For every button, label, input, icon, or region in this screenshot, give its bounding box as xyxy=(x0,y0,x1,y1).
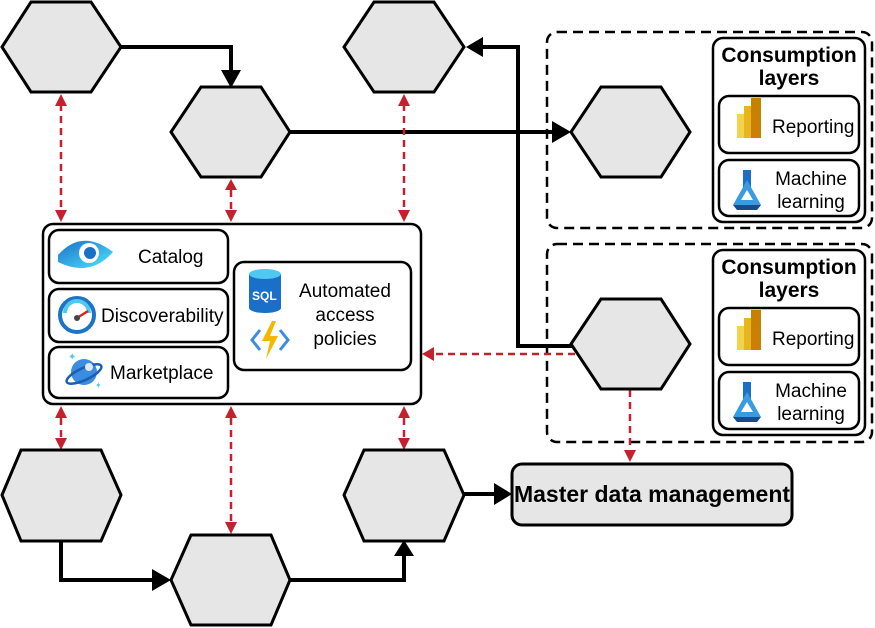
arrowhead xyxy=(221,70,241,88)
machine-learning-item[interactable]: Machine learning xyxy=(717,370,861,431)
domain-hex-1[interactable] xyxy=(0,0,123,94)
consumer-hex-bottom[interactable] xyxy=(569,297,692,391)
sql-database-icon: SQL xyxy=(249,269,281,313)
power-bi-icon xyxy=(737,98,761,138)
discoverability-item[interactable]: Discoverability xyxy=(47,287,230,344)
reporting-item[interactable]: Reporting xyxy=(717,94,861,155)
power-bi-icon xyxy=(737,310,761,350)
marketplace-item[interactable]: ✦ ✦ Marketplace xyxy=(47,345,230,400)
domain-group-bottom xyxy=(545,242,874,444)
policies-label-line1: Automated xyxy=(299,281,391,302)
arrowhead xyxy=(552,121,571,143)
policies-label-line3: policies xyxy=(313,329,376,350)
reporting-label: Reporting xyxy=(772,117,854,138)
policies-label-line2: access xyxy=(315,305,374,326)
azure-ml-icon xyxy=(733,382,761,422)
ml-label-line1: Machine xyxy=(775,381,847,402)
gauge-icon xyxy=(58,296,96,334)
svg-text:✦: ✦ xyxy=(95,381,102,390)
svg-text:SQL: SQL xyxy=(252,289,277,303)
domain-hex-2[interactable] xyxy=(169,85,292,179)
discoverability-label: Discoverability xyxy=(101,306,224,327)
svg-text:✦: ✦ xyxy=(68,352,76,363)
flow-bottom-to-hex3 xyxy=(482,45,573,348)
catalog-label: Catalog xyxy=(138,247,204,268)
ml-label-line1: Machine xyxy=(775,169,847,190)
arrowhead xyxy=(494,483,512,505)
catalog-item[interactable]: Catalog xyxy=(47,228,230,285)
consumption-title-line2: layers xyxy=(759,67,820,90)
ml-label-line2: learning xyxy=(777,192,845,213)
consumption-title-line1: Consumption xyxy=(721,256,856,279)
consumer-hex-top[interactable] xyxy=(569,85,692,179)
arrowhead xyxy=(466,37,483,57)
reporting-label: Reporting xyxy=(772,329,854,350)
consumption-layers-top: Consumption layers Reporting Machine lea… xyxy=(711,36,867,224)
domain-hex-6[interactable] xyxy=(342,448,466,543)
consumption-title-line2: layers xyxy=(759,279,820,302)
flow-hex1-to-hex2 xyxy=(121,45,233,80)
consumption-title-line1: Consumption xyxy=(721,44,856,67)
azure-function-icon xyxy=(250,321,290,359)
eye-icon xyxy=(58,240,113,269)
access-policies-item[interactable]: SQL Automated access policies xyxy=(232,260,413,372)
azure-ml-icon xyxy=(733,170,761,210)
machine-learning-item[interactable]: Machine learning xyxy=(717,158,861,218)
arrowhead xyxy=(394,540,414,556)
reporting-item[interactable]: Reporting xyxy=(717,306,861,367)
domain-hex-5[interactable] xyxy=(169,533,292,627)
governance-links xyxy=(55,94,636,534)
master-data-management[interactable]: Master data management xyxy=(510,462,794,527)
planet-icon: ✦ ✦ xyxy=(65,352,103,390)
mdm-label: Master data management xyxy=(514,481,790,507)
domain-hex-3[interactable] xyxy=(342,0,466,94)
consumption-layers-bottom: Consumption layers Reporting Machine lea… xyxy=(711,248,867,437)
arrowhead xyxy=(152,569,171,591)
flow-hex5-to-hex6 xyxy=(290,550,406,582)
domain-hex-4[interactable] xyxy=(0,448,123,543)
ml-label-line2: learning xyxy=(777,404,845,425)
marketplace-label: Marketplace xyxy=(110,363,214,384)
flow-hex4-to-hex5 xyxy=(59,542,158,582)
